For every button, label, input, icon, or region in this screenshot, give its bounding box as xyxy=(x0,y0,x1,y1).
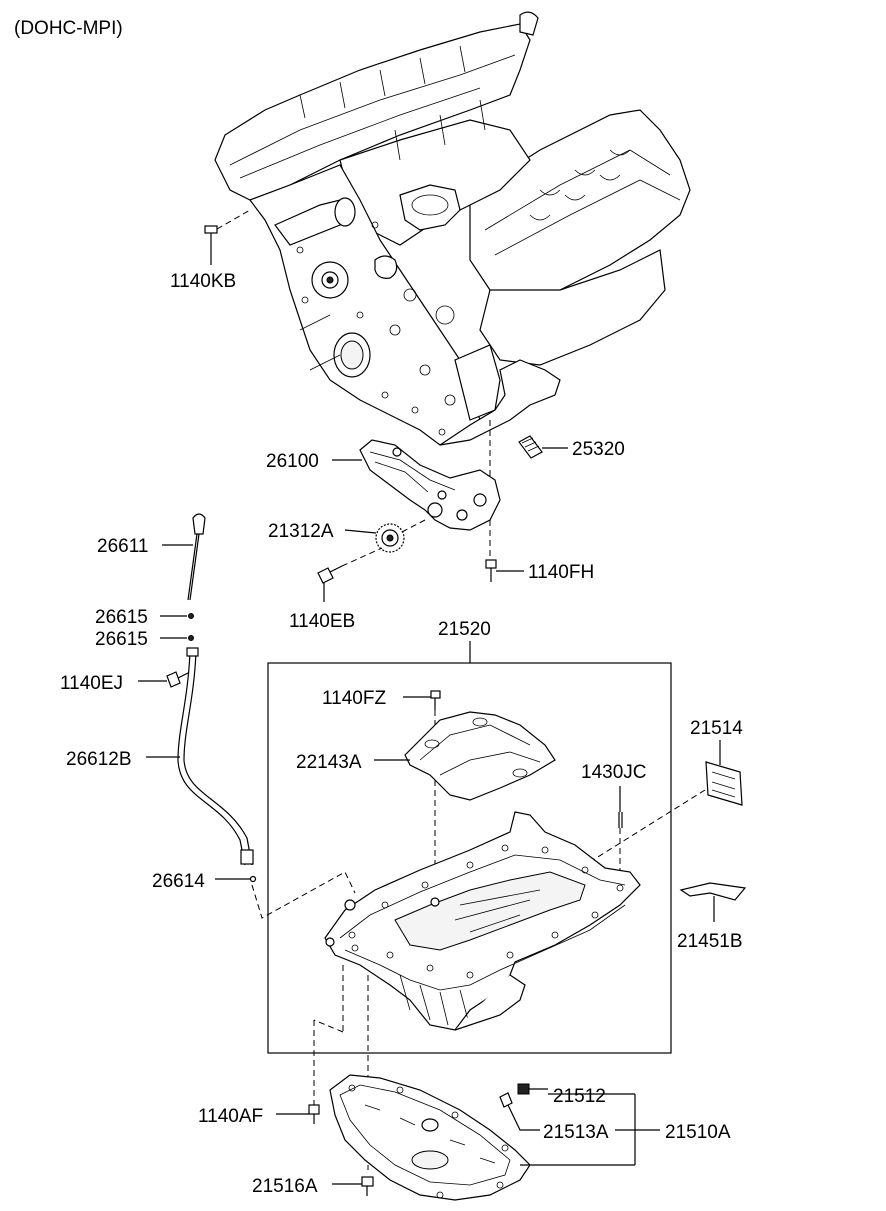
label-22143a: 22143A xyxy=(296,752,362,773)
oring-26615-upper xyxy=(188,613,194,619)
oil-pump-26100 xyxy=(359,439,501,531)
upper-oil-pan xyxy=(324,811,641,1031)
bolt-1140fh xyxy=(485,559,497,582)
label-1140fz: 1140FZ xyxy=(322,688,386,709)
label-21312a: 21312A xyxy=(268,521,334,542)
label-21451b: 21451B xyxy=(677,931,743,952)
gasket-21513a xyxy=(499,1092,513,1108)
leader-tube-pan xyxy=(251,871,356,919)
label-26100: 26100 xyxy=(266,451,319,472)
label-1430jc: 1430JC xyxy=(581,762,647,783)
bolt-21516a xyxy=(361,1176,374,1196)
label-21514: 21514 xyxy=(690,718,743,739)
label-25320: 25320 xyxy=(572,439,625,460)
label-21516a: 21516A xyxy=(252,1176,318,1197)
diagram-title: (DOHC-MPI) xyxy=(14,18,123,39)
label-1140ej: 1140EJ xyxy=(60,673,123,694)
strainer-21514 xyxy=(705,761,743,806)
lower-oil-pan-21510a xyxy=(329,1074,531,1201)
label-26615-lower: 26615 xyxy=(95,629,148,650)
drain-plug-21512 xyxy=(517,1083,548,1095)
label-21513a: 21513A xyxy=(543,1122,609,1143)
label-26615-upper: 26615 xyxy=(95,607,148,628)
bolt-1140af xyxy=(308,1104,320,1124)
label-26614: 26614 xyxy=(152,871,205,892)
pin-1430jc xyxy=(618,812,623,828)
dipstick-26611 xyxy=(187,513,206,601)
gasket-21451b xyxy=(679,882,747,901)
bolt-1140ej xyxy=(166,671,189,688)
label-26611: 26611 xyxy=(97,536,148,557)
label-1140fh: 1140FH xyxy=(528,562,594,583)
oring-26615-lower xyxy=(188,635,194,641)
baffle-22143a xyxy=(404,711,556,801)
gear-21312a xyxy=(375,523,405,553)
engine-block xyxy=(214,11,691,446)
label-1140eb: 1140EB xyxy=(289,611,355,632)
guide-tube-26612b xyxy=(177,647,254,866)
part-25320 xyxy=(518,435,543,459)
label-1140kb: 1140KB xyxy=(170,271,236,292)
label-26612b: 26612B xyxy=(66,749,132,770)
label-21510a: 21510A xyxy=(665,1122,731,1143)
label-21520: 21520 xyxy=(438,619,491,640)
bolt-1140kb xyxy=(204,225,218,243)
label-21512: 21512 xyxy=(553,1086,606,1107)
bolt-1140eb xyxy=(317,565,343,584)
label-1140af: 1140AF xyxy=(198,1106,263,1127)
bolt-1140fz xyxy=(430,690,441,710)
oring-26614 xyxy=(249,875,257,883)
